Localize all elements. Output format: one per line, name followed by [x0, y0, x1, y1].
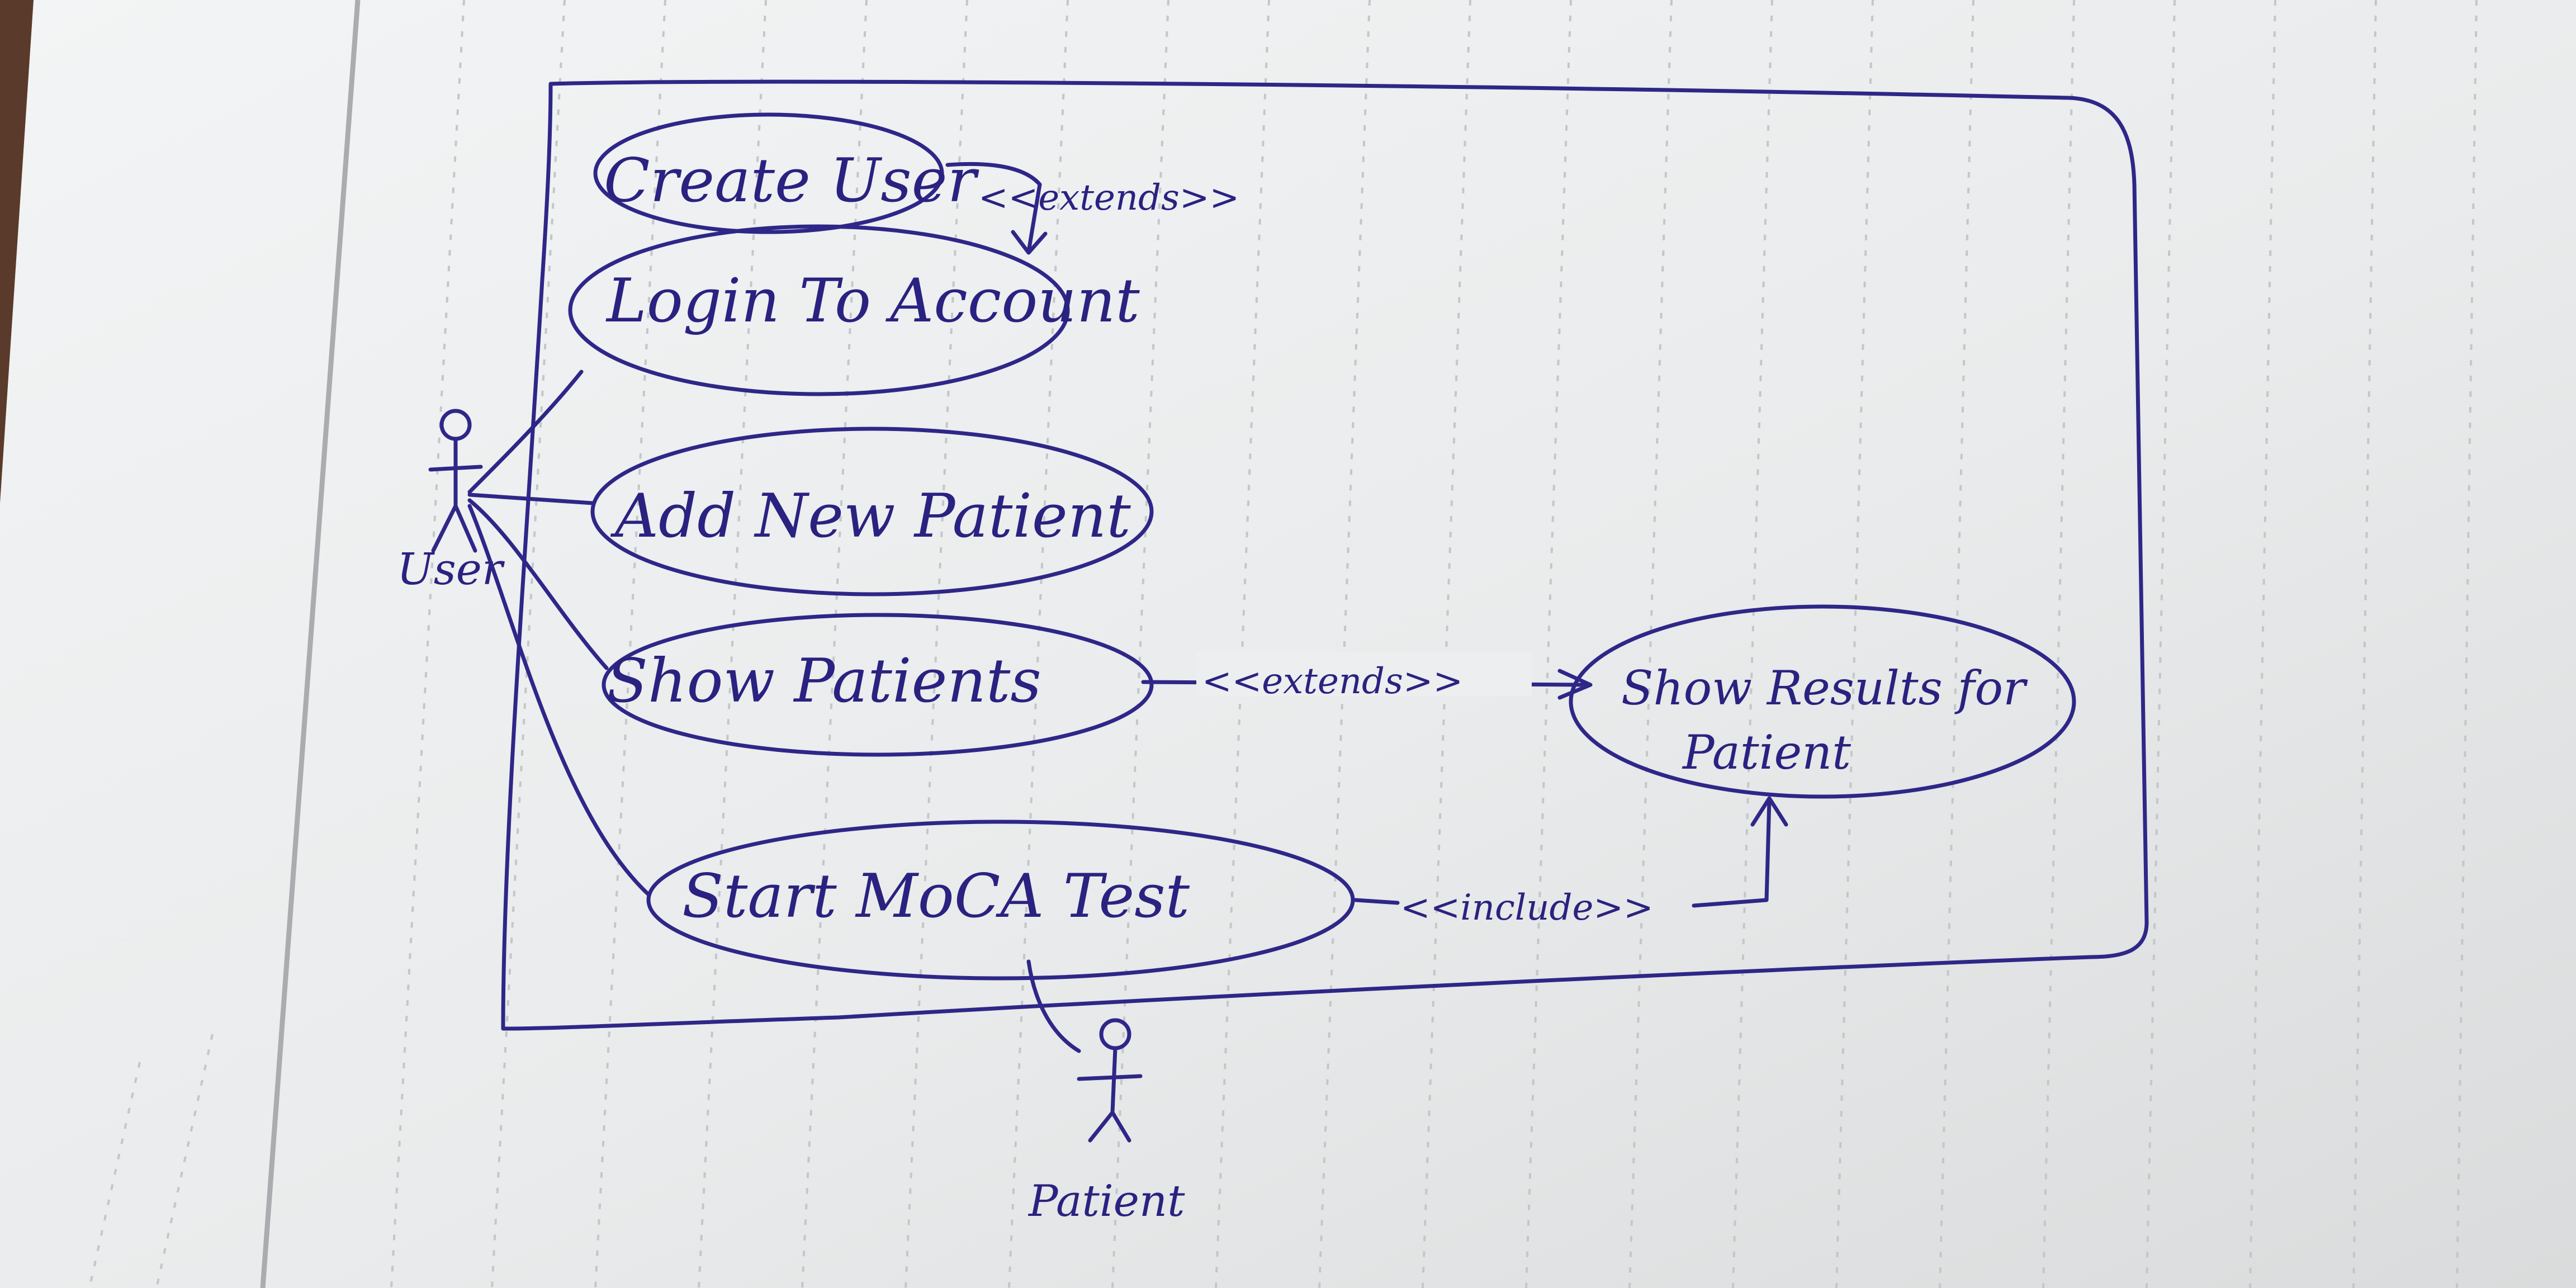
use-case-label: Create User	[604, 146, 979, 216]
actor-patient: Patient	[1026, 959, 1185, 1227]
use-case-create-user: Create User	[593, 112, 979, 234]
use-case-label: Login To Account	[605, 266, 1140, 336]
use-case-label: Show Patients	[607, 646, 1041, 716]
actor-label-user: User	[397, 544, 505, 595]
use-case-label: Add New Patient	[610, 481, 1131, 551]
relation-label-patients-results: <<extends>>	[1202, 661, 1463, 702]
relation-label-bg	[1196, 651, 1532, 696]
actor-user: User	[397, 409, 505, 595]
use-case-label-line1: Show Results for	[1621, 661, 2028, 716]
relation-label-moca-results: <<include>>	[1400, 887, 1654, 929]
user-associations	[467, 370, 651, 897]
use-case-login: Login To Account	[568, 224, 1140, 396]
use-case-add-patient: Add New Patient	[590, 427, 1154, 596]
arrow-create-to-login	[945, 162, 1048, 255]
actor-label-patient: Patient	[1027, 1176, 1185, 1227]
use-case-label: Start MoCA Test	[682, 861, 1190, 931]
relation-label-create-login: <<extends>>	[978, 177, 1239, 219]
arrow-moca-to-results	[1353, 796, 1788, 908]
system-boundary	[501, 79, 2149, 1031]
use-case-show-results: Show Results for Patient	[1569, 604, 2076, 799]
use-case-show-patients: Show Patients	[602, 613, 1154, 757]
use-case-start-moca: Start MoCA Test	[646, 820, 1355, 981]
use-case-label-line2: Patient	[1682, 725, 1851, 780]
